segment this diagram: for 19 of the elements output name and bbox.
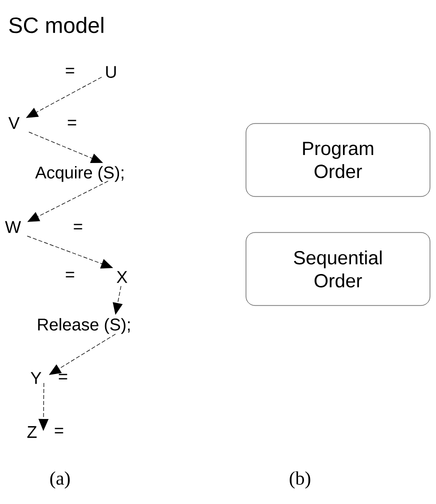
statement-text: W xyxy=(5,221,21,233)
title: SC model xyxy=(9,16,104,34)
statement-text: Z xyxy=(27,426,37,438)
equals-sign: = xyxy=(58,374,68,380)
statement-text: V xyxy=(8,117,20,129)
equals-sign: = xyxy=(54,428,64,434)
statement-text: Y xyxy=(30,372,42,384)
equals-sign: = xyxy=(74,224,82,230)
statement-text: Release (S); xyxy=(38,318,130,334)
panel-label: (b) xyxy=(290,471,310,489)
order-box: Sequential Order xyxy=(246,232,430,306)
statement-text: X xyxy=(116,271,128,283)
equals-sign: = xyxy=(66,272,74,278)
statement-text: Acquire (S); xyxy=(35,166,124,182)
panel-label: (a) xyxy=(50,471,70,489)
statement-text: U xyxy=(106,66,116,78)
equals-sign: = xyxy=(68,120,76,126)
equals-sign: = xyxy=(66,68,74,74)
order-box: Program Order xyxy=(246,123,430,197)
